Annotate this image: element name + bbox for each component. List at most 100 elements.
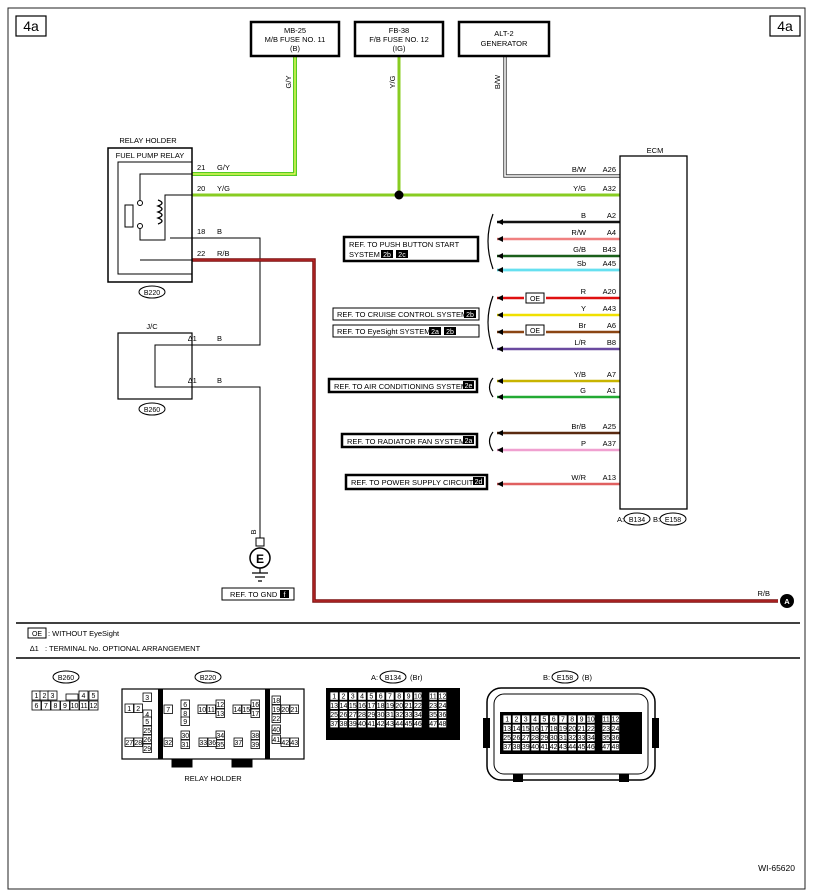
ecm-label: ECM bbox=[647, 146, 664, 155]
relay-coil bbox=[156, 199, 163, 225]
b220-pin-number: 14 bbox=[233, 707, 241, 714]
relay-holder-label: RELAY HOLDER bbox=[119, 136, 177, 145]
b220-pin-cell bbox=[180, 739, 190, 749]
fuse-mb25-line1: MB-25 bbox=[284, 26, 306, 35]
b220-pin-cell bbox=[250, 708, 260, 718]
b134-pin-number: 5 bbox=[369, 694, 373, 701]
b260-pin-cell bbox=[79, 700, 89, 711]
jc-pin-2: ∆1 bbox=[188, 376, 197, 385]
b134-pin-cell bbox=[357, 719, 367, 729]
e158-pin-cell bbox=[586, 742, 596, 752]
b134-pin-cell bbox=[428, 700, 438, 710]
e158-pin-cell bbox=[521, 742, 531, 752]
e158-pin-number: 30 bbox=[550, 735, 558, 742]
b220-pin-cell bbox=[142, 743, 152, 753]
relay-wire-20: Y/G bbox=[217, 184, 230, 193]
e158-pin-number: 38 bbox=[513, 744, 521, 751]
ecm-wire-arrow bbox=[497, 253, 503, 259]
ecm-wire-arrow bbox=[497, 346, 503, 352]
ecm-wire-arrow bbox=[497, 267, 503, 273]
b260-pin-number: 12 bbox=[90, 703, 98, 710]
e158-pin-number: 43 bbox=[559, 744, 567, 751]
fuse-alt2-line1: ALT-2 bbox=[494, 29, 513, 38]
e158-pin-number: 29 bbox=[540, 735, 548, 742]
ecm-wire-label: R bbox=[581, 287, 587, 296]
b134-pin-cell bbox=[329, 691, 339, 701]
b220-pin-number: 25 bbox=[143, 728, 151, 735]
jc-pin-1: ∆1 bbox=[188, 334, 197, 343]
ref-radiator-fan-box bbox=[340, 432, 479, 449]
output-connector-circle bbox=[780, 594, 794, 608]
e158-pin-cell bbox=[567, 723, 577, 733]
ecm-wire-arrow bbox=[497, 430, 503, 436]
b134-pin-cell bbox=[366, 719, 376, 729]
b220-pin-number: 35 bbox=[216, 742, 224, 749]
e158-view-oval bbox=[551, 670, 579, 684]
e158-pin-cell bbox=[502, 723, 512, 733]
b134-pin-cell bbox=[329, 700, 339, 710]
b260-pin-number: 5 bbox=[92, 693, 96, 700]
ref-push-button-box bbox=[342, 235, 480, 263]
b220-pin-number: 4 bbox=[145, 712, 149, 719]
b260-pin-number: 10 bbox=[71, 703, 79, 710]
e158-tab-left bbox=[483, 718, 490, 748]
ecm-wire-label: L/R bbox=[574, 338, 586, 347]
b220-pin-cell bbox=[271, 734, 281, 744]
ref-cruise-tag: 2b bbox=[466, 312, 474, 319]
e158-pin-number: 23 bbox=[602, 726, 610, 733]
ecm-wire-arrow bbox=[497, 481, 503, 487]
b134-pin-number: 40 bbox=[358, 721, 366, 728]
ref-air-conditioning-tag-box bbox=[463, 381, 474, 389]
b220-pin-number: 6 bbox=[183, 702, 187, 709]
ref-air-conditioning-text: REF. TO AIR CONDITIONING SYSTEM bbox=[334, 382, 467, 391]
b134-pin-cell bbox=[338, 710, 348, 720]
b220-pin-cell bbox=[233, 737, 243, 747]
b220-pin-number: 30 bbox=[181, 733, 189, 740]
b220-pin-number: 7 bbox=[166, 707, 170, 714]
b134-pin-number: 14 bbox=[340, 703, 348, 710]
b220-pin-number: 27 bbox=[125, 740, 133, 747]
ref-cruise-box bbox=[332, 307, 480, 321]
relay-connector-label: B220 bbox=[144, 290, 160, 297]
b134-pin-cell bbox=[437, 719, 447, 729]
wire-label-y-g: Y/G bbox=[388, 75, 397, 88]
b134-pin-number: 16 bbox=[358, 703, 366, 710]
e158-pin-cell bbox=[577, 723, 587, 733]
ref-eyesight-text: REF. TO EyeSight SYSTEM bbox=[337, 327, 431, 336]
b220-view-oval bbox=[194, 670, 222, 684]
e158-pin-cell bbox=[511, 733, 521, 743]
b134-pin-number: 32 bbox=[395, 712, 403, 719]
relay-pin-20: 20 bbox=[197, 184, 205, 193]
b220-pin-number: 41 bbox=[272, 737, 280, 744]
ref-air-conditioning-box bbox=[327, 377, 479, 394]
b260-pin-number: 6 bbox=[35, 703, 39, 710]
b220-view-label: B220 bbox=[200, 675, 216, 682]
ecm-wire-label: B/W bbox=[572, 165, 587, 174]
relay-wire-21: G/Y bbox=[217, 163, 230, 172]
b134-pin-cell bbox=[437, 700, 447, 710]
e158-pin-cell bbox=[586, 714, 596, 724]
b134-pin-cell bbox=[366, 710, 376, 720]
e158-pin-number: 9 bbox=[580, 717, 584, 724]
b134-view-prefix: A: bbox=[371, 673, 378, 682]
ecm-pin-label: A43 bbox=[603, 304, 616, 313]
b134-pin-number: 9 bbox=[407, 694, 411, 701]
b220-pin-cell bbox=[124, 703, 134, 713]
b134-pin-cell bbox=[428, 719, 438, 729]
ecm-wire-arrow bbox=[497, 295, 503, 301]
relay-name: FUEL PUMP RELAY bbox=[116, 151, 185, 160]
ref-air-conditioning-tag: 2e bbox=[465, 383, 473, 390]
b220-pin-number: 21 bbox=[290, 707, 298, 714]
e158-pin-cell bbox=[511, 723, 521, 733]
e158-pin-cell bbox=[610, 723, 620, 733]
wire-g-y-core bbox=[192, 55, 296, 175]
e158-pin-number: 39 bbox=[522, 744, 530, 751]
fuse-box-fb38 bbox=[353, 20, 445, 58]
b220-latches bbox=[171, 759, 253, 768]
jc-wire-1: B bbox=[217, 334, 222, 343]
b134-pin-cell bbox=[413, 710, 423, 720]
b134-pin-number: 44 bbox=[395, 721, 403, 728]
diagram-frame bbox=[7, 7, 806, 890]
